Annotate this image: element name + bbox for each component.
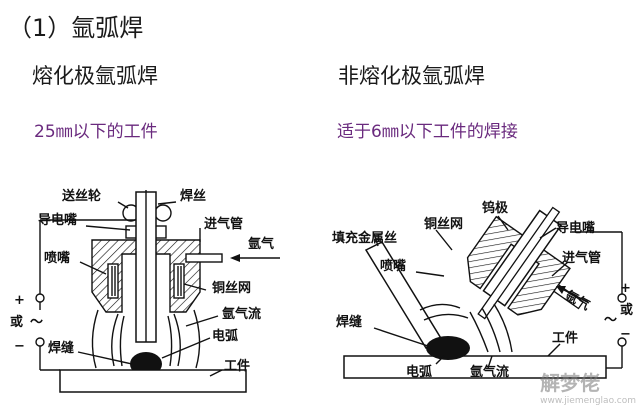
wire-feed-wheel-label: 送丝轮 bbox=[61, 188, 101, 204]
tig-weld-seam-label: 焊缝 bbox=[336, 314, 362, 330]
watermark: 解梦佬 www.jiemenglao.com bbox=[540, 367, 636, 406]
tig-workpiece-label: 工件 bbox=[552, 330, 578, 346]
mig-nozzle bbox=[91, 239, 201, 313]
filler-wire-label: 填充金属丝 bbox=[332, 230, 397, 246]
watermark-url: www.jiemenglao.com bbox=[540, 396, 636, 406]
argon-flow-label: 氩气流 bbox=[222, 306, 261, 322]
tig-contact-tip-label: 导电嘴 bbox=[556, 220, 595, 236]
tungsten-label: 钨极 bbox=[482, 200, 509, 216]
tig-argon-flow-label: 氩气流 bbox=[470, 364, 509, 380]
tig-or-label: 或 bbox=[620, 302, 633, 318]
gas-inlet-label: 进气管 bbox=[204, 216, 243, 232]
tig-tilde-sign: ～ bbox=[604, 313, 617, 328]
welding-wire-label: 焊丝 bbox=[180, 188, 206, 204]
tig-copper-mesh-label: 铜丝网 bbox=[423, 216, 463, 232]
tig-weld-pool bbox=[426, 336, 470, 360]
feed-wheel-right bbox=[154, 204, 172, 222]
mig-note: 25㎜以下的工件 bbox=[34, 122, 158, 142]
tig-minus-sign: − bbox=[620, 327, 631, 342]
gas-inlet-tube bbox=[185, 253, 223, 263]
tig-argon-label: 氩气 bbox=[562, 287, 592, 313]
tig-workpiece bbox=[343, 355, 607, 379]
copper-mesh-label: 铜丝网 bbox=[211, 280, 251, 296]
terminal-top bbox=[35, 293, 45, 303]
nozzle-label: 喷嘴 bbox=[44, 250, 70, 266]
arc-label: 电弧 bbox=[212, 328, 238, 344]
or-label: 或 bbox=[10, 314, 23, 330]
argon-label: 氩气 bbox=[248, 236, 274, 252]
workpiece-label: 工件 bbox=[224, 358, 250, 374]
tig-diagram: + ～ 或 − 钨极 铜丝网 导电嘴 填充金属丝 喷嘴 进气管 氩气 焊缝 工件… bbox=[332, 200, 633, 380]
minus-sign: − bbox=[14, 339, 25, 354]
watermark-name: 解梦佬 bbox=[540, 371, 601, 395]
tig-plus-sign: + bbox=[620, 281, 631, 296]
tig-subtitle: 非熔化极氩弧焊 bbox=[338, 64, 485, 88]
mig-subtitle: 熔化极氩弧焊 bbox=[32, 64, 158, 88]
tig-arc-label: 电弧 bbox=[406, 364, 432, 380]
mig-diagram: + 或 ～ − bbox=[10, 188, 280, 393]
weld-seam-label: 焊缝 bbox=[48, 340, 74, 356]
mig-workpiece bbox=[59, 369, 247, 393]
plus-sign: + bbox=[14, 293, 25, 308]
tig-note: 适于6㎜以下工件的焊接 bbox=[337, 122, 518, 142]
tungsten-electrode bbox=[477, 206, 561, 320]
tig-nozzle-label: 喷嘴 bbox=[380, 258, 406, 274]
tig-gas-inlet-label: 进气管 bbox=[562, 250, 601, 266]
tig-nozzle bbox=[466, 215, 571, 316]
welding-diagrams: + 或 ～ − bbox=[10, 188, 633, 393]
terminal-bottom bbox=[35, 337, 45, 347]
tilde-sign: ～ bbox=[30, 315, 43, 330]
page-title: （1）氩弧焊 bbox=[8, 14, 144, 42]
filler-wire bbox=[364, 241, 444, 349]
contact-tip-label: 导电嘴 bbox=[38, 212, 77, 228]
